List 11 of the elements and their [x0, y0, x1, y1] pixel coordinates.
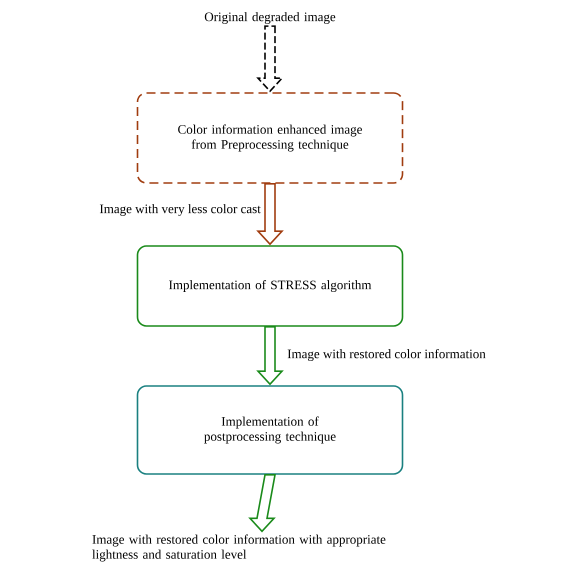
block-arrow: [256, 25, 284, 92]
flow-text: Original degraded image: [204, 12, 336, 24]
block-arrow: [256, 183, 284, 246]
block-arrow: [256, 326, 284, 386]
process-box: Implementation of STRESS algorithm: [136, 245, 404, 327]
flow-text: Image with restored color information with appropriate lightness and saturation level: [92, 534, 386, 562]
process-box: Implementation of postprocessing technique: [136, 385, 404, 475]
edge-label: Image with restored color information: [286, 348, 487, 362]
process-box: Color information enhanced image from Preprocessing technique: [136, 92, 404, 184]
block-arrow: [248, 474, 276, 532]
edge-label: Image with very less color cast: [98, 203, 262, 217]
